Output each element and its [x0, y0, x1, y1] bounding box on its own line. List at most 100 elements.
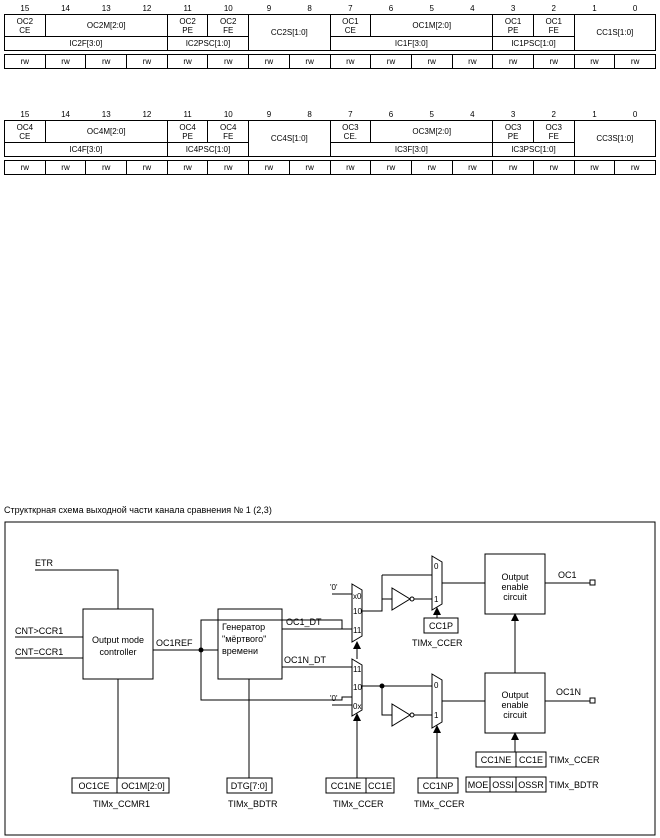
- oec-bottom-2: enable: [501, 700, 528, 710]
- oc1n-dt-label: OC1N_DT: [284, 655, 327, 665]
- zero-top-label: '0': [330, 583, 338, 592]
- oec-bottom-1: Output: [501, 690, 529, 700]
- access-cell: rw: [166, 54, 209, 69]
- access-cell: rw: [614, 54, 656, 69]
- dtg-label-2: "мёртвого": [222, 634, 266, 644]
- bit-7: 7: [348, 109, 353, 119]
- cc1p-label: CC1P: [429, 621, 453, 631]
- bit-3: 3: [510, 3, 516, 13]
- omc-label-2: controller: [99, 647, 136, 657]
- omc-label-1: Output mode: [92, 635, 144, 645]
- bit-11: 11: [183, 109, 192, 119]
- access-cell: rw: [451, 160, 494, 175]
- oec-bottom-3: circuit: [503, 710, 527, 720]
- bit-2: 2: [551, 3, 556, 13]
- timx-ccer-np: TIMx_CCER: [414, 799, 465, 809]
- access-cell: rw: [532, 160, 575, 175]
- oec-top-2: enable: [501, 582, 528, 592]
- cc1ne-reg: CC1NE: [331, 781, 362, 791]
- access-cell: rw: [573, 160, 616, 175]
- dtg-label-1: Генератор: [222, 622, 265, 632]
- dtg-label-3: времени: [222, 646, 258, 656]
- mux-bottom-11: 11: [353, 665, 362, 674]
- bit-3: 3: [510, 109, 516, 119]
- access-cell: rw: [410, 160, 453, 175]
- dead-time-generator-block: [217, 608, 283, 680]
- bit-12: 12: [142, 3, 152, 13]
- oc1m-reg: OC1M[2:0]: [121, 781, 165, 791]
- polarity-mux-top: [431, 555, 443, 611]
- bit-13: 13: [101, 109, 111, 119]
- oc1ref-label: OC1REF: [156, 638, 193, 648]
- etr-wire: [35, 569, 119, 609]
- cc1np-reg: CC1NP: [423, 781, 454, 791]
- timx-bdtr-right: TIMx_BDTR: [549, 780, 599, 790]
- access-cell: rw: [492, 54, 534, 69]
- register-ccmr1: 15 14 13 12 11 10 9 8 7 6 5 4 3 2 1 0 OC…: [4, 2, 657, 69]
- inverter-top: [391, 587, 411, 611]
- oec-top-1: Output: [501, 572, 529, 582]
- access-cell: rw: [248, 160, 290, 175]
- dtg-reg: DTG[7:0]: [231, 781, 268, 791]
- timx-ccer-bottom: TIMx_CCER: [333, 799, 384, 809]
- pol-bottom-0: 0: [434, 681, 439, 690]
- field-cc1s: CC1S[1:0]: [573, 14, 657, 51]
- bit-0: 0: [632, 3, 638, 13]
- access-cell: rw: [451, 54, 494, 69]
- bit-2: 2: [551, 109, 556, 119]
- timx-ccer-top: TIMx_CCER: [412, 638, 463, 648]
- bit-14: 14: [61, 109, 70, 119]
- pol-top-1: 1: [434, 595, 439, 604]
- access-cell: rw: [207, 160, 250, 175]
- bit-15: 15: [20, 109, 30, 119]
- mux-bottom-10: 10: [353, 683, 362, 692]
- cc1e-reg: CC1E: [368, 781, 392, 791]
- field-ic2psc: IC2PSC[1:0]: [166, 36, 250, 51]
- bit-6: 6: [388, 3, 394, 13]
- bit-9: 9: [266, 109, 272, 119]
- bit-15: 15: [20, 3, 30, 13]
- pol-bottom-1: 1: [434, 711, 439, 720]
- bit-5: 5: [429, 109, 434, 119]
- etr-label: ETR: [35, 558, 54, 568]
- polarity-mux-bottom: [431, 673, 443, 729]
- bit-9: 9: [266, 3, 272, 13]
- field-cc3s: CC3S[1:0]: [573, 120, 657, 157]
- oc1n-output-label: OC1N: [556, 687, 581, 697]
- bit-8: 8: [307, 3, 312, 13]
- bit-11: 11: [183, 3, 192, 13]
- bit-10: 10: [223, 3, 233, 13]
- bit-14: 14: [61, 3, 70, 13]
- access-cell: rw: [4, 160, 46, 175]
- cnt-gt-label: CNT>CCR1: [15, 626, 63, 636]
- field-ic4f: IC4F[3:0]: [4, 142, 168, 157]
- access-cell: rw: [329, 160, 372, 175]
- timx-ccer-right: TIMx_CCER: [549, 755, 600, 765]
- access-cell: rw: [614, 160, 656, 175]
- mux-top-11: 11: [353, 626, 362, 635]
- field-ic4psc: IC4PSC[1:0]: [166, 142, 250, 157]
- bit-10: 10: [223, 109, 233, 119]
- bit-13: 13: [101, 3, 111, 13]
- zero-bottom-label: '0': [330, 694, 338, 703]
- bit-4: 4: [470, 3, 475, 13]
- mux-top-x0: x0: [353, 592, 362, 601]
- register-ccmr2: 15 14 13 12 11 10 9 8 7 6 5 4 3 2 1 0 OC…: [4, 108, 657, 175]
- moe-reg: MOE: [468, 780, 489, 790]
- bit-4: 4: [470, 109, 475, 119]
- mux-bottom-0x: 0x: [353, 702, 361, 711]
- timx-bdtr-label: TIMx_BDTR: [228, 799, 278, 809]
- bit-1: 1: [592, 109, 597, 119]
- access-cell: rw: [288, 54, 331, 69]
- cc1ne-oec-reg: CC1NE: [481, 755, 512, 765]
- diagram-frame: [4, 521, 656, 836]
- bit-7: 7: [348, 3, 353, 13]
- bit-5: 5: [429, 3, 434, 13]
- mux-top: [351, 583, 363, 643]
- oc1-output-label: OC1: [558, 570, 577, 580]
- oc1-dt-label: OC1_DT: [286, 617, 322, 627]
- field-ic2f: IC2F[3:0]: [4, 36, 168, 51]
- bit-6: 6: [388, 109, 394, 119]
- bit-8: 8: [307, 109, 312, 119]
